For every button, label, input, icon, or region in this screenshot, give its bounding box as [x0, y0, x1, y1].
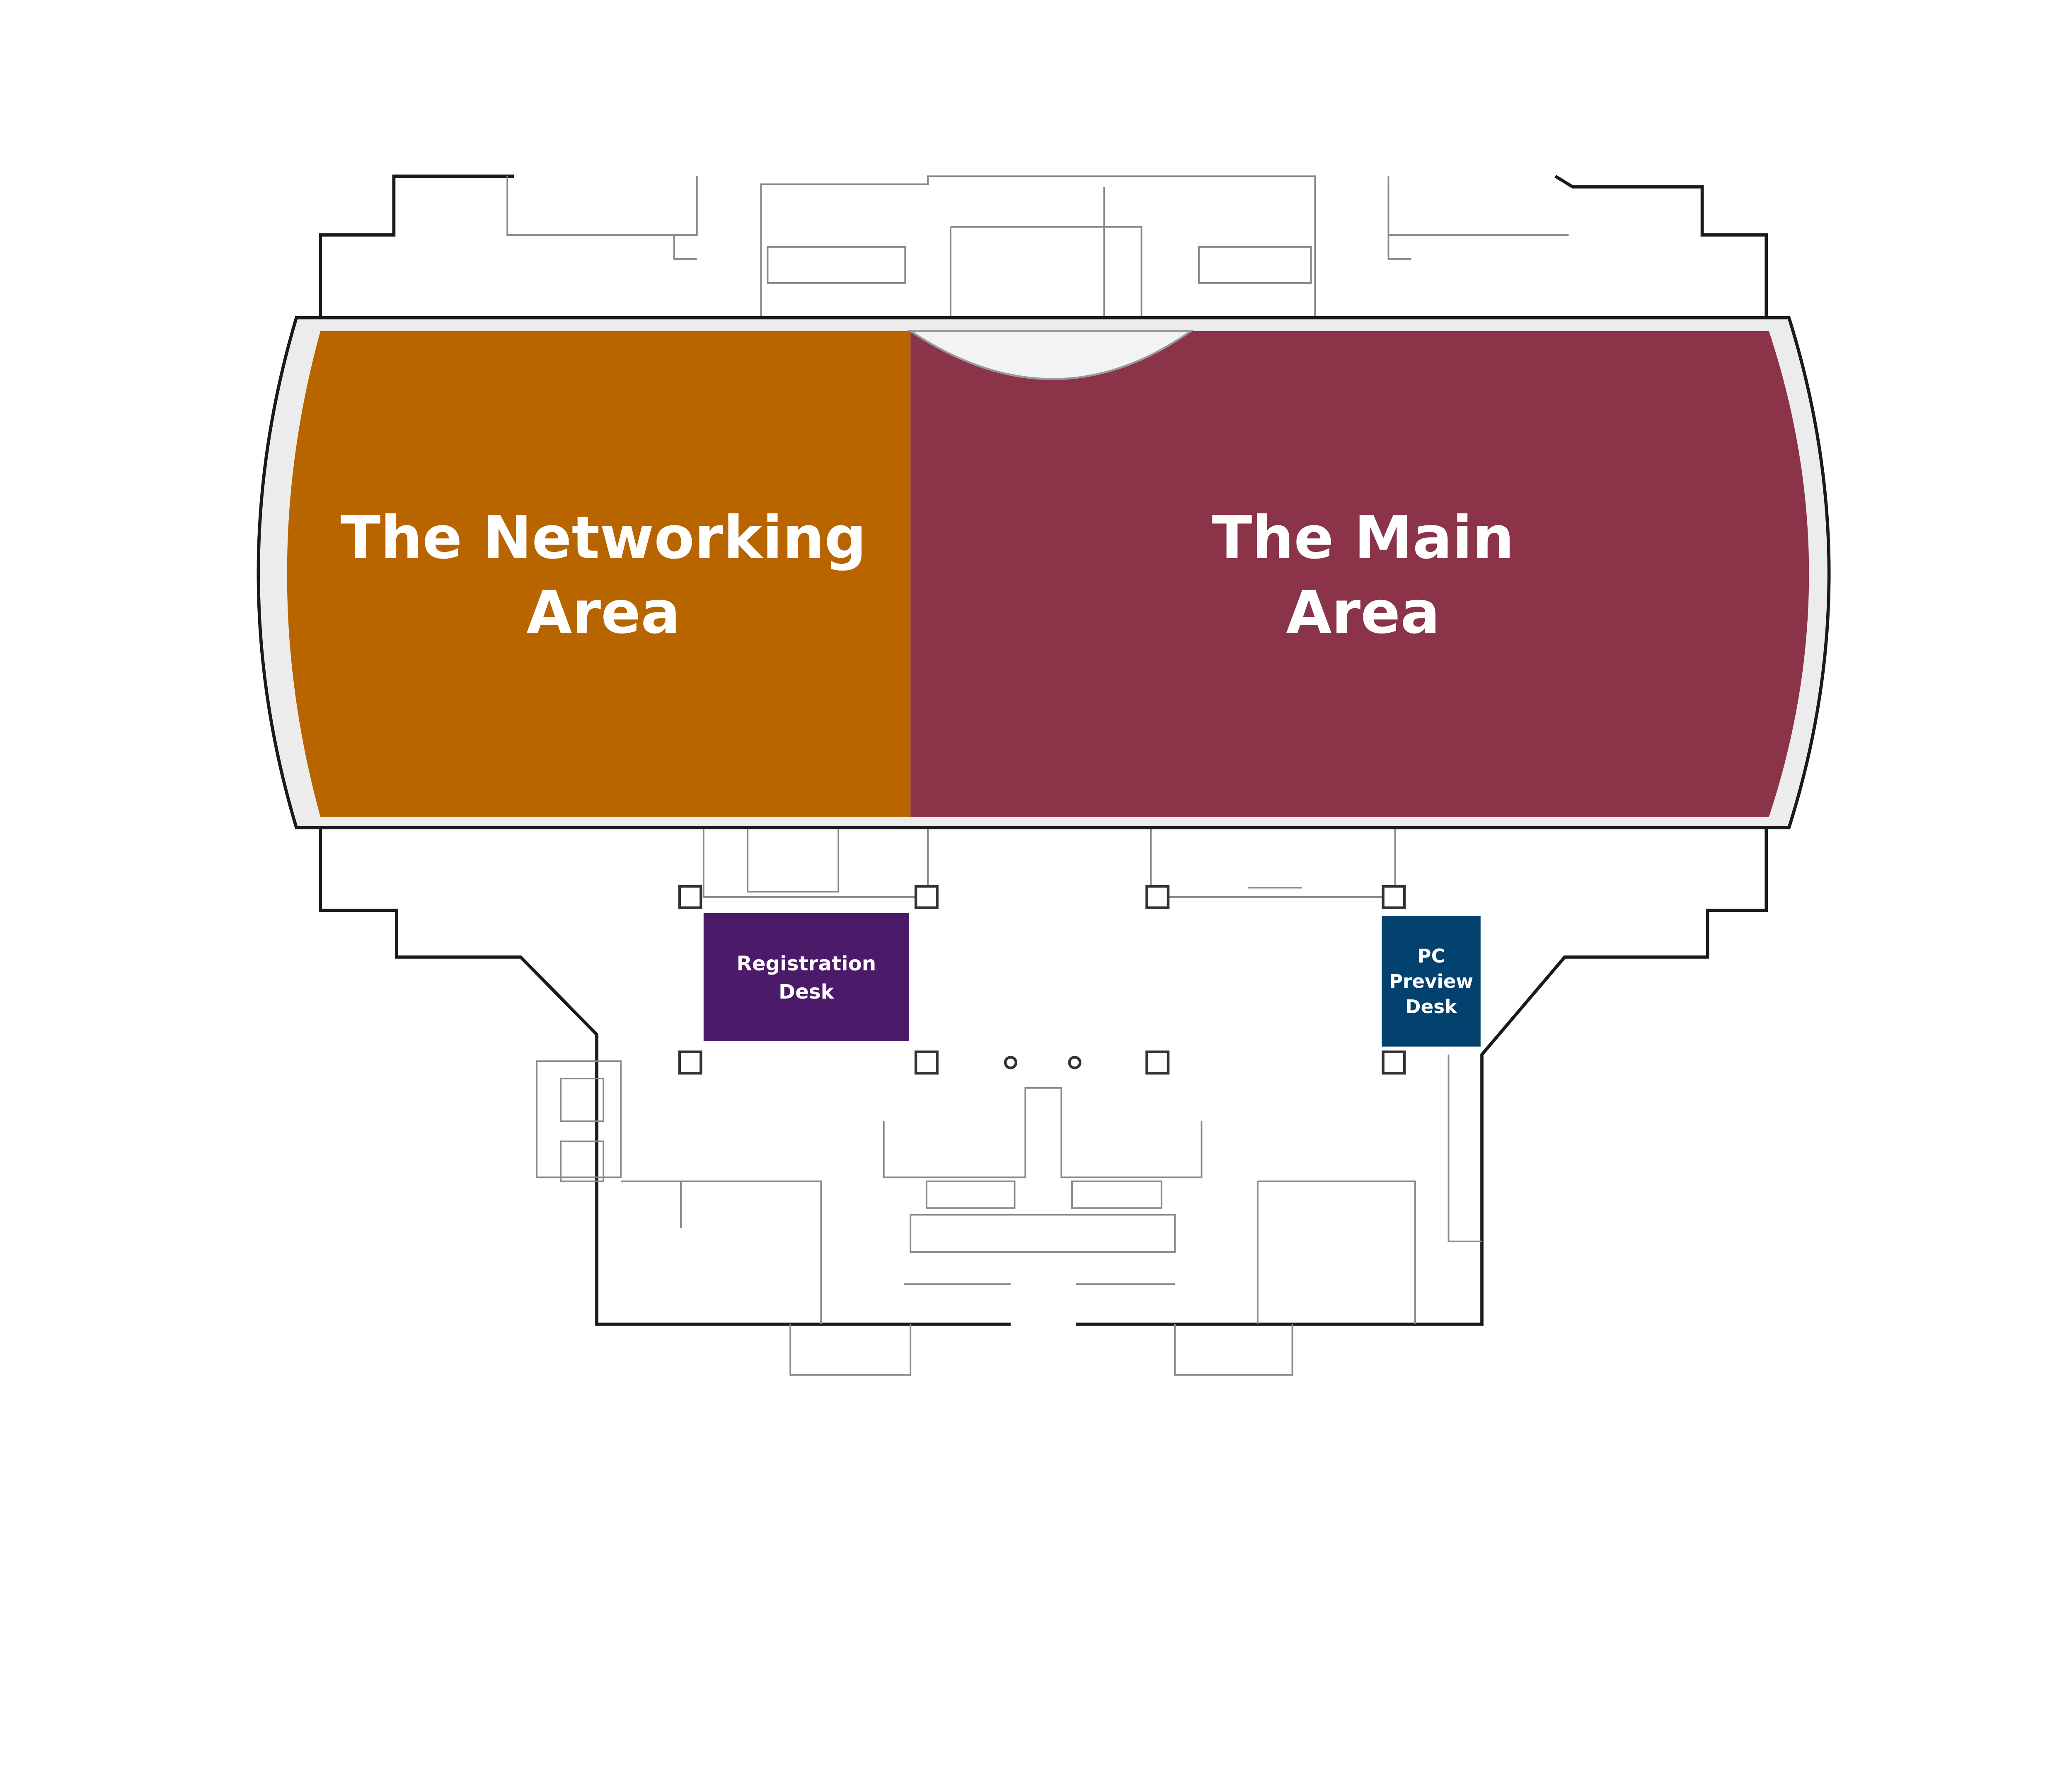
- floor-plan: The Networking Area The Main Area Regist…: [257, 174, 1831, 1376]
- column-icon: [914, 1050, 939, 1075]
- column-icon: [678, 1050, 702, 1075]
- registration-desk-label-line1: Registration: [737, 952, 876, 975]
- floor-plan-svg: The Networking Area The Main Area Regist…: [257, 174, 1831, 1376]
- pc-preview-desk-label-line3: Desk: [1405, 996, 1457, 1018]
- column-icon: [678, 885, 702, 909]
- building-walls: [319, 174, 1768, 1376]
- pc-preview-desk[interactable]: [1382, 916, 1481, 1047]
- main-area-label-line2: Area: [1286, 578, 1440, 647]
- columns: [678, 885, 1406, 1075]
- registration-desk-label-line2: Desk: [779, 980, 835, 1004]
- column-icon: [1382, 885, 1406, 909]
- pc-preview-desk-label-line2: Preview: [1389, 970, 1473, 992]
- pillar-icon: [1068, 1056, 1082, 1069]
- main-area[interactable]: [910, 331, 1809, 817]
- networking-area-label-line1: The Networking: [341, 504, 867, 572]
- stage-arc: [907, 330, 1194, 380]
- main-area-label-line1: The Main: [1212, 504, 1514, 572]
- column-icon: [1145, 885, 1170, 909]
- networking-area[interactable]: [287, 331, 911, 817]
- pc-preview-desk-label-line1: PC: [1418, 945, 1445, 967]
- column-icon: [1145, 1050, 1170, 1075]
- column-icon: [1382, 1050, 1406, 1075]
- registration-desk[interactable]: [703, 913, 909, 1041]
- pillar-icon: [1004, 1056, 1017, 1069]
- networking-area-label-line2: Area: [526, 578, 680, 647]
- column-icon: [914, 885, 939, 909]
